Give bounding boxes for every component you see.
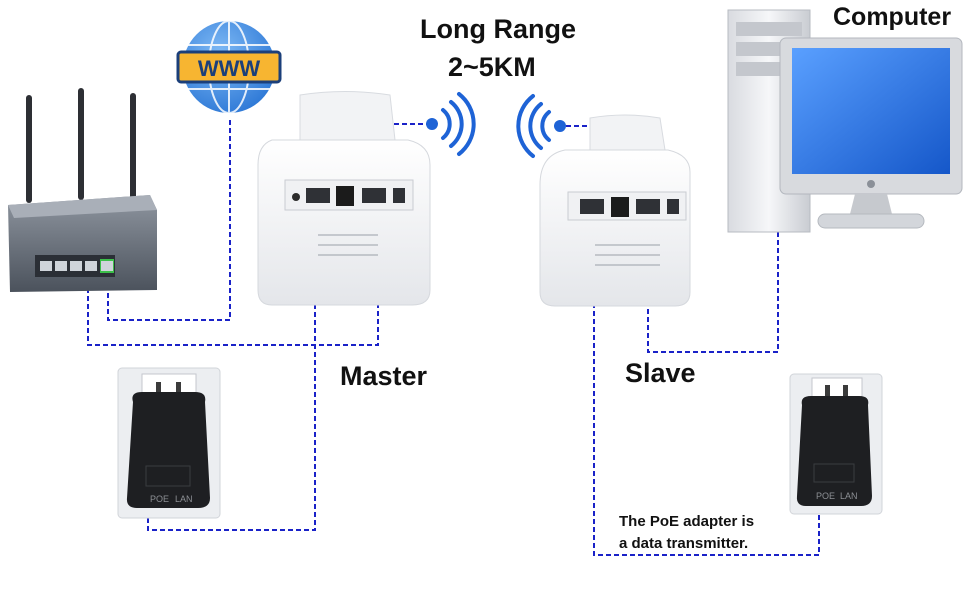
- poe-adapter-master: POE LAN: [117, 367, 221, 519]
- router-lan-ports: [40, 261, 97, 271]
- title-long-range: Long Range: [420, 14, 576, 44]
- www-badge: [176, 50, 282, 84]
- computer: [727, 9, 963, 233]
- master-cpe: [257, 91, 431, 306]
- cable-internet-to-router: [107, 120, 231, 321]
- lan-port-label: LAN: [840, 491, 858, 501]
- router-antenna: [26, 95, 32, 203]
- cable-router-to-master: [87, 123, 428, 346]
- cables: [87, 120, 820, 556]
- poe-note-line1: The PoE adapter is: [619, 513, 755, 530]
- internet-globe: WWW: [176, 20, 282, 114]
- title-distance: 2~5KM: [448, 52, 536, 82]
- master-eth-port: [362, 188, 386, 203]
- slave-signal-icon: [516, 94, 566, 158]
- slave-eth-port: [636, 199, 660, 214]
- master-eth-port: [306, 188, 330, 203]
- label-computer: Computer: [833, 3, 952, 31]
- router-antenna: [78, 88, 84, 200]
- poe-port-label: POE: [150, 494, 169, 504]
- router: [8, 88, 157, 292]
- label-master: Master: [340, 361, 428, 391]
- poe-note-line2: a data transmitter.: [619, 535, 749, 552]
- router-antenna: [130, 93, 136, 201]
- label-slave: Slave: [625, 358, 696, 388]
- poe-adapter-slave: POE LAN: [789, 373, 883, 515]
- cable-poe-to-master: [147, 210, 316, 531]
- www-badge-text: WWW: [198, 56, 261, 81]
- poe-port-label: POE: [816, 491, 835, 501]
- cable-slave-to-poe: [593, 215, 820, 556]
- computer-screen: [792, 48, 950, 174]
- master-signal-icon: [426, 92, 476, 156]
- slave-eth-port: [580, 199, 604, 214]
- lan-port-label: LAN: [175, 494, 193, 504]
- slave-cpe: [539, 114, 691, 307]
